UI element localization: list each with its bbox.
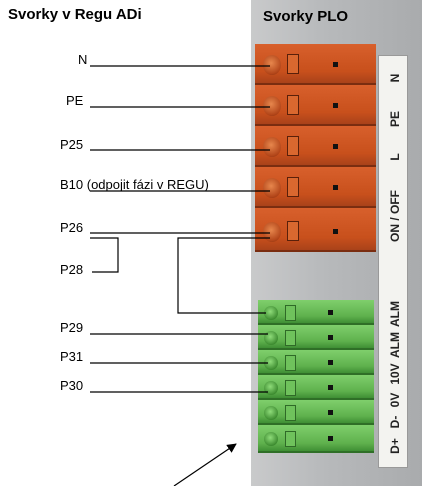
strip-label-n: N [388, 74, 402, 83]
strip-label-onoff: ON / OFF [388, 190, 402, 242]
wire-p26-p28-bridge [90, 237, 119, 273]
strip-label-alm2: ALM [388, 332, 402, 358]
orange-terminal-l [255, 126, 376, 167]
terminal-screw-icon [264, 356, 278, 370]
label-p26: P26 [60, 220, 84, 235]
orange-terminal-pe [255, 85, 376, 126]
terminal-lever [287, 136, 299, 156]
terminal-contact [333, 62, 338, 67]
green-terminal-10v [258, 350, 374, 375]
strip-label-pe: PE [388, 111, 402, 127]
green-terminal-alm1 [258, 300, 374, 325]
terminal-contact [333, 229, 338, 234]
orange-terminal-n [255, 44, 376, 85]
green-terminal-0v [258, 375, 374, 400]
terminal-screw-icon [264, 306, 278, 320]
terminal-lever [287, 177, 299, 197]
terminal-lever [285, 380, 296, 396]
terminal-contact [328, 385, 333, 390]
terminal-contact [333, 103, 338, 108]
wire-on-off-alm [177, 237, 270, 314]
terminal-lever [285, 431, 296, 447]
strip-label-alm1: ALM [388, 301, 402, 327]
strip-label-0v: 0V [388, 393, 402, 408]
label-p30: P30 [60, 378, 84, 393]
terminal-contact [328, 360, 333, 365]
terminal-screw-icon [263, 137, 281, 157]
terminal-label-strip: N PE L ON / OFF ALM ALM 10V 0V D- D+ [378, 55, 408, 468]
label-p29: P29 [60, 320, 84, 335]
terminal-contact [333, 144, 338, 149]
green-terminal-dminus [258, 400, 374, 425]
label-p31: P31 [60, 349, 84, 364]
terminal-lever [287, 54, 299, 74]
terminal-lever [287, 95, 299, 115]
green-terminal-dplus [258, 425, 374, 453]
terminal-screw-icon [264, 432, 278, 446]
strip-label-l: L [388, 153, 402, 160]
label-pe: PE [66, 93, 84, 108]
strip-label-dminus: D- [388, 416, 402, 429]
right-title: Svorky PLO [263, 8, 349, 25]
terminal-lever [285, 305, 296, 321]
terminal-contact [328, 436, 333, 441]
terminal-screw-icon [263, 222, 281, 242]
terminal-contact [328, 335, 333, 340]
label-p25: P25 [60, 137, 84, 152]
terminal-screw-icon [263, 55, 281, 75]
terminal-lever [285, 330, 296, 346]
terminal-contact [328, 310, 333, 315]
label-p28: P28 [60, 262, 84, 277]
orange-terminal-on [255, 167, 376, 208]
green-terminal-alm2 [258, 325, 374, 350]
terminal-screw-icon [263, 96, 281, 116]
left-title: Svorky v Regu ADi [8, 6, 142, 23]
terminal-lever [285, 405, 296, 421]
label-n: N [78, 52, 88, 67]
strip-label-10v: 10V [388, 363, 402, 384]
strip-label-dplus: D+ [388, 438, 402, 454]
arrow-icon [173, 443, 237, 486]
terminal-lever [285, 355, 296, 371]
terminal-screw-icon [264, 406, 278, 420]
label-b10: B10 (odpojit fázi v REGU) [60, 177, 209, 192]
terminal-lever [287, 221, 299, 241]
terminal-screw-icon [263, 178, 281, 198]
terminal-contact [328, 410, 333, 415]
orange-terminal-off [255, 208, 376, 252]
strip-labels: N PE L ON / OFF ALM ALM 10V 0V D- D+ [388, 74, 402, 454]
terminal-contact [333, 185, 338, 190]
